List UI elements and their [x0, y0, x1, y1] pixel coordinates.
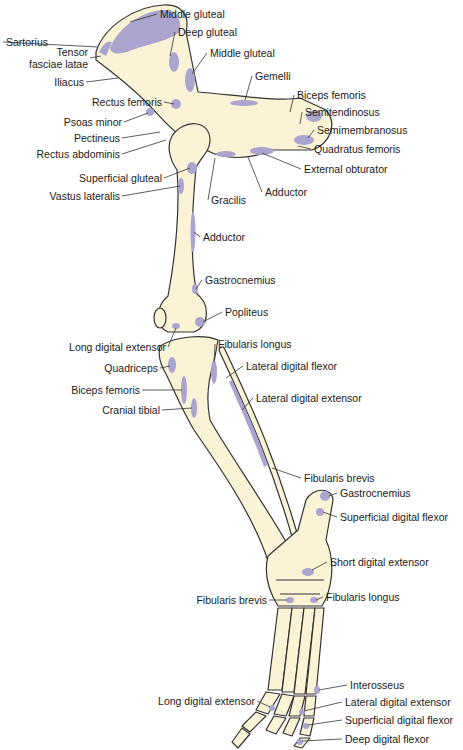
muscle-label: Quadratus femoris — [314, 143, 400, 155]
muscle-label: Biceps femoris — [297, 89, 366, 101]
muscle-label: Semimembranosus — [317, 124, 407, 136]
muscle-label: Rectus abdominis — [37, 148, 120, 160]
leader-line — [124, 113, 148, 122]
leader-line — [162, 408, 192, 410]
muscle-label: Deep gluteal — [178, 26, 237, 38]
muscle-label: Fibularis brevis — [304, 472, 375, 484]
leader-line — [248, 157, 262, 192]
leader-line — [168, 328, 176, 347]
muscle-label: Rectus femoris — [92, 96, 162, 108]
muscle-label: Lateral digital extensor — [256, 392, 362, 404]
muscle-label: Adductor — [203, 231, 245, 243]
leader-line — [308, 130, 314, 138]
leader-line — [130, 14, 157, 22]
leader-line — [304, 702, 342, 711]
muscle-label: Middle gluteal — [160, 8, 225, 20]
muscle-label: Fibularis longus — [326, 591, 400, 603]
muscle-label: Middle gluteal — [210, 47, 275, 59]
muscle-label: Fibularis longus — [218, 338, 292, 350]
muscle-label: Superficial digital flexor — [345, 714, 453, 726]
leader-line — [122, 186, 180, 196]
muscle-label: Superficial gluteal — [79, 172, 162, 184]
leader-line — [269, 600, 287, 601]
leader-line — [245, 76, 252, 100]
leader-line — [160, 366, 170, 368]
muscle-label: Gracilis — [211, 194, 246, 206]
tarsus-bone — [266, 490, 333, 606]
leader-line — [242, 398, 253, 410]
leader-line — [262, 153, 301, 169]
muscle-label: Quadriceps — [104, 362, 158, 374]
leader-line — [86, 78, 118, 82]
leader-line — [316, 597, 323, 600]
leader-line — [329, 493, 337, 496]
muscle-label: Superficial digital flexor — [340, 511, 448, 523]
leader-line — [308, 720, 342, 725]
leader-line — [192, 53, 207, 74]
leader-line — [170, 32, 175, 56]
leader-line — [257, 701, 270, 707]
muscle-label: Lateral digital extensor — [345, 696, 451, 708]
muscle-label: Interosseus — [350, 679, 404, 691]
leader-line — [122, 132, 160, 138]
muscle-label: Biceps femoris — [71, 384, 140, 396]
leader-line — [226, 366, 243, 378]
muscle-label: Gemelli — [255, 70, 291, 82]
leader-line — [194, 232, 200, 237]
muscle-label: Fibularis brevis — [196, 594, 267, 606]
leader-line — [298, 146, 311, 149]
muscle-label: Pectineus — [74, 132, 120, 144]
leader-line — [214, 344, 215, 362]
leader-line — [319, 685, 347, 690]
patella-bone — [154, 308, 166, 328]
muscle-label: Tensor fasciae latae — [22, 46, 88, 70]
muscle-attachment-areas — [99, 10, 330, 745]
femur-bone — [158, 124, 210, 332]
muscle-label: Long digital extensor — [69, 341, 166, 353]
leader-line — [272, 468, 301, 478]
pelvis-bone — [96, 5, 332, 158]
muscle-label: Vastus lateralis — [50, 190, 120, 202]
leader-line — [203, 312, 222, 322]
leader-line — [122, 140, 166, 154]
leader-line — [300, 112, 302, 124]
leader-line — [164, 168, 190, 178]
muscle-label: Sartorius — [6, 36, 48, 48]
muscle-label: External obturator — [304, 163, 387, 175]
muscle-label: Long digital extensor — [158, 695, 255, 707]
muscle-label: Cranial tibial — [102, 404, 160, 416]
muscle-label: Lateral digital flexor — [246, 360, 337, 372]
leader-line — [290, 95, 294, 112]
fibula-bone — [222, 350, 296, 540]
muscle-label: Short digital extensor — [330, 556, 429, 568]
muscle-label: Adductor — [265, 186, 307, 198]
muscle-label: Psoas minor — [64, 116, 122, 128]
leader-line — [164, 102, 174, 104]
leader-line — [302, 739, 342, 741]
muscle-label: Gastrocnemius — [340, 487, 411, 499]
muscle-label: Iliacus — [54, 76, 84, 88]
leader-line — [312, 562, 327, 570]
leader-line — [90, 56, 101, 58]
muscle-label: Semitendinosus — [305, 106, 380, 118]
leader-line — [323, 512, 337, 517]
muscle-label: Deep digital flexor — [345, 733, 429, 745]
muscle-label: Gastrocnemius — [205, 274, 276, 286]
leader-line — [142, 390, 182, 391]
leader-line — [208, 158, 215, 200]
muscle-label: Popliteus — [225, 306, 268, 318]
leader-line — [196, 280, 202, 289]
